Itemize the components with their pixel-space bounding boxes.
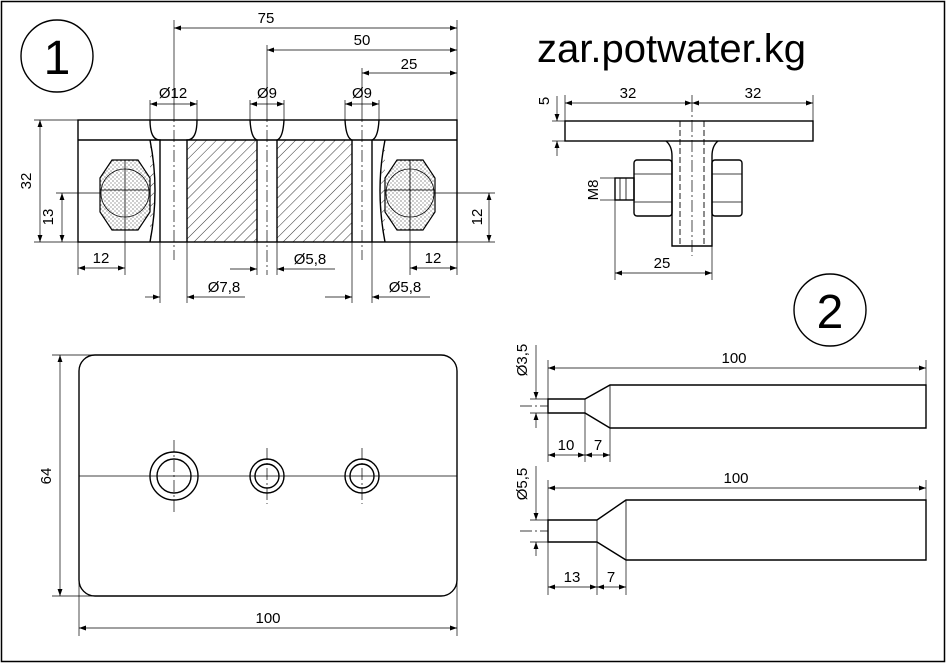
dim-dia12: Ø12: [159, 85, 187, 102]
dim-dia9-b: Ø9: [352, 85, 372, 102]
nut-right: [711, 159, 743, 217]
plate-hole-3: [344, 448, 380, 504]
view-t-fixture: M8 32 32 5 25: [536, 85, 814, 280]
dim-tool2-dia: Ø5,5: [514, 468, 531, 501]
dim-height-13: 13: [40, 209, 57, 226]
dim-m8: M8: [585, 180, 602, 201]
dim-tool2-length: 100: [723, 470, 748, 487]
plate-hole-2: [249, 448, 285, 504]
site-watermark: zar.potwater.kg: [537, 27, 806, 71]
dim-tool1-length: 100: [721, 350, 746, 367]
nut-left: [633, 159, 673, 217]
dim-plate-100: 100: [255, 610, 280, 627]
view-2-tools: 2 100 Ø3,5 10 7 100: [514, 273, 927, 595]
view-1-block-section: 1: [18, 10, 495, 303]
hex-nut-right: [384, 159, 436, 231]
dim-75: 75: [258, 10, 275, 27]
view-1-label: 1: [44, 32, 71, 85]
hex-nut-left: [99, 159, 151, 231]
block-outline: [77, 119, 458, 243]
tool-1-outline: [547, 384, 927, 429]
dim-32-right: 32: [745, 85, 762, 102]
hole-1-profile: [149, 119, 198, 242]
dim-dia58-a: Ø5,8: [294, 251, 327, 268]
dim-tool1-a: 10: [558, 437, 575, 454]
dim-tool2-a: 13: [564, 569, 581, 586]
dim-tool1-dia: Ø3,5: [514, 344, 531, 377]
dim-32-left: 32: [620, 85, 637, 102]
hole-3-profile: [344, 119, 380, 242]
dim-dia78: Ø7,8: [208, 279, 241, 296]
view-2-label-circle: [793, 273, 867, 347]
plate-hole-1: [149, 440, 199, 512]
plate-outline: [78, 354, 458, 597]
dim-height-12: 12: [469, 209, 486, 226]
dim-dia9-a: Ø9: [257, 85, 277, 102]
t-plate: [564, 120, 814, 142]
dim-50: 50: [354, 32, 371, 49]
bolt-m8: [614, 177, 635, 201]
dim-plate-64: 64: [38, 468, 55, 485]
tool-2-outline: [547, 499, 927, 561]
view-plate-top: 64 100: [38, 354, 458, 636]
hole-2-profile: [249, 119, 285, 242]
dim-width-12-left: 12: [93, 250, 110, 267]
dim-tool1-b: 7: [594, 437, 602, 454]
dim-height-32: 32: [18, 173, 35, 190]
view-2-label: 2: [817, 286, 844, 339]
dim-25: 25: [401, 56, 418, 73]
dim-dia58-b: Ø5,8: [389, 279, 422, 296]
dim-tool2-b: 7: [607, 569, 615, 586]
dim-thickness-5: 5: [536, 97, 553, 105]
dim-width-12-right: 12: [425, 250, 442, 267]
view-1-label-circle: [20, 19, 94, 93]
dim-25-fixture: 25: [654, 255, 671, 272]
